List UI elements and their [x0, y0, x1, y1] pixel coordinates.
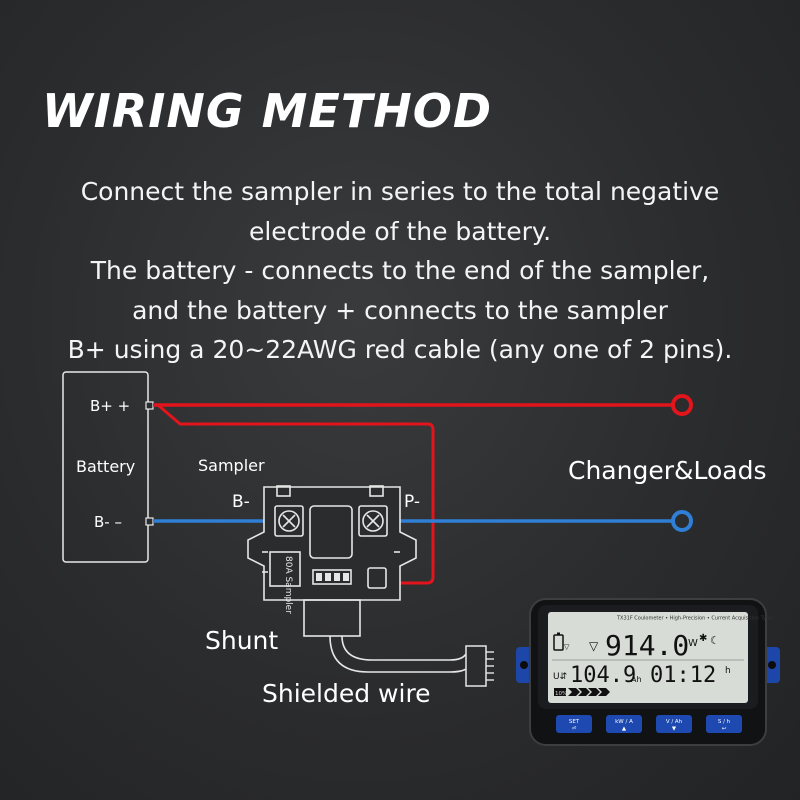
positive-branch-wire — [157, 403, 435, 585]
positive-terminal-ring — [671, 394, 693, 416]
moon-icon: ☾ — [710, 634, 720, 647]
screw-terminal-right — [362, 510, 384, 532]
description-line: B+ using a 20~22AWG red cable (any one o… — [67, 335, 733, 364]
connector-pins — [316, 573, 349, 581]
sampler-module-text: 80A Sampler — [283, 556, 293, 614]
description-line: Connect the sampler in series to the tot… — [80, 177, 720, 206]
capacity-value: 104.9 — [570, 663, 636, 688]
time-unit: h — [725, 666, 731, 676]
svg-text:S / h: S / h — [718, 719, 731, 725]
meter-button-v-ah[interactable]: V / Ah ▼ — [656, 715, 692, 733]
meter-button-kw-a[interactable]: kW / A ▲ — [606, 715, 642, 733]
coulometer-device: TX31F Coulometer • High-Precision • Curr… — [516, 598, 780, 746]
battery-box — [62, 371, 149, 563]
shunt-label: Shunt — [205, 626, 278, 655]
battery-pos-terminal: B+ + — [90, 397, 130, 415]
description-line: electrode of the battery. — [248, 216, 552, 246]
shielded-wire — [329, 635, 471, 673]
page-title: WIRING METHOD — [42, 84, 493, 138]
svg-text:U⇵: U⇵ — [553, 672, 568, 682]
loads-label: Changer&Loads — [568, 456, 767, 485]
svg-text:▲: ▲ — [622, 726, 627, 732]
screw-terminal-left — [278, 510, 300, 532]
power-unit: W — [688, 638, 698, 649]
svg-text:V / Ah: V / Ah — [666, 719, 683, 725]
time-value: 01:12 — [650, 663, 716, 688]
battery-pos-pin — [145, 401, 154, 410]
power-value: 914.0 — [605, 629, 689, 662]
wire-connector — [465, 645, 487, 687]
b-minus-label: B- — [232, 492, 250, 512]
sampler-label: Sampler — [198, 456, 265, 475]
svg-text:▽: ▽ — [589, 639, 599, 653]
svg-text:▼: ▼ — [672, 726, 677, 732]
svg-text:SET: SET — [569, 719, 580, 725]
svg-text:↩: ↩ — [722, 726, 727, 732]
bluetooth-icon: ✱ — [699, 633, 707, 644]
battery-label: Battery — [76, 457, 135, 476]
shielded-wire-label: Shielded wire — [262, 679, 431, 708]
lcd-screen — [548, 612, 748, 703]
meter-button-s-h[interactable]: S / h ↩ — [706, 715, 742, 733]
meter-button-set[interactable]: SET ⏎ — [556, 715, 592, 733]
description-line: The battery - connects to the end of the… — [90, 256, 710, 285]
svg-text:⏎: ⏎ — [572, 726, 577, 732]
battery-neg-terminal: B- – — [94, 513, 122, 531]
description: Connect the sampler in series to the tot… — [20, 172, 780, 370]
capacity-unit: Ah — [631, 675, 642, 684]
p-minus-label: P- — [404, 492, 420, 512]
charge-progress-bar: 10% — [554, 688, 610, 697]
battery-neg-pin — [145, 517, 154, 526]
svg-text:kW / A: kW / A — [615, 719, 633, 725]
description-line: and the battery + connects to the sample… — [132, 295, 668, 325]
svg-text:▽: ▽ — [564, 643, 570, 651]
meter-model: TX31F Coulometer • High-Precision • Curr… — [616, 616, 772, 622]
sampler-body — [247, 485, 417, 637]
negative-terminal-ring — [671, 510, 693, 532]
percent-value: 10% — [555, 691, 567, 697]
